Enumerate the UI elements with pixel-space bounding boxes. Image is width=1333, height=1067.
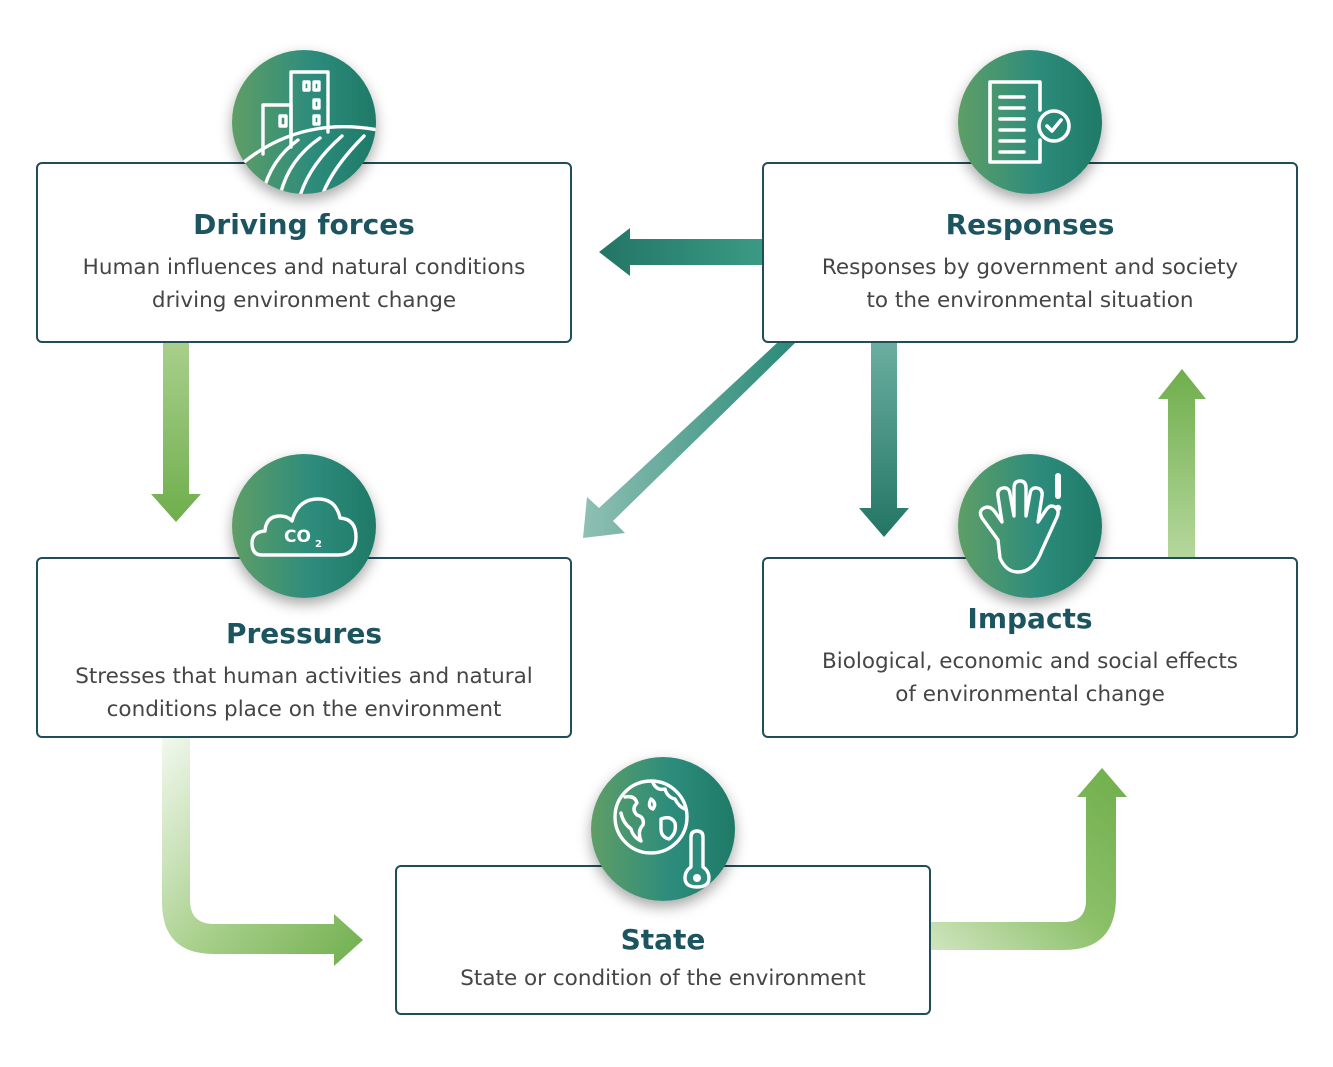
co2-subscript: 2 — [315, 539, 322, 550]
impacts-box: Impacts Biological, economic and social … — [762, 557, 1298, 738]
document-check-icon — [958, 50, 1102, 194]
arrow-impacts-to-responses — [1158, 369, 1206, 557]
pressures-title: Pressures — [225, 617, 383, 650]
arrow-state-to-impacts — [931, 768, 1127, 950]
responses-description: Responses by government and society to t… — [821, 255, 1239, 313]
driving-forces-box: Driving forces Human influences and natu… — [36, 162, 572, 343]
impacts-description: Biological, economic and social effects … — [822, 649, 1238, 707]
state-description: State or condition of the environment — [460, 966, 866, 991]
driving-forces-description: Human influences and natural conditions … — [82, 255, 526, 313]
state-title: State — [620, 923, 706, 956]
arrow-responses-to-driving — [599, 228, 762, 276]
co2-label: CO — [284, 527, 311, 547]
city-landscape-icon — [232, 50, 376, 194]
impacts-title: Impacts — [967, 602, 1093, 635]
pressures-description: Stresses that human activities and natur… — [75, 664, 533, 722]
arrow-driving-to-pressures — [151, 343, 201, 522]
arrow-pressures-to-state — [162, 738, 363, 966]
arrow-responses-to-impacts — [859, 343, 909, 537]
driving-forces-title: Driving forces — [193, 208, 415, 241]
arrow-responses-to-pressures — [583, 343, 795, 538]
co2-cloud-icon: CO 2 — [232, 454, 376, 598]
responses-title: Responses — [945, 208, 1115, 241]
globe-thermometer-icon — [591, 757, 735, 901]
hand-warning-icon — [958, 454, 1102, 598]
pressures-box: Pressures Stresses that human activities… — [36, 557, 572, 738]
